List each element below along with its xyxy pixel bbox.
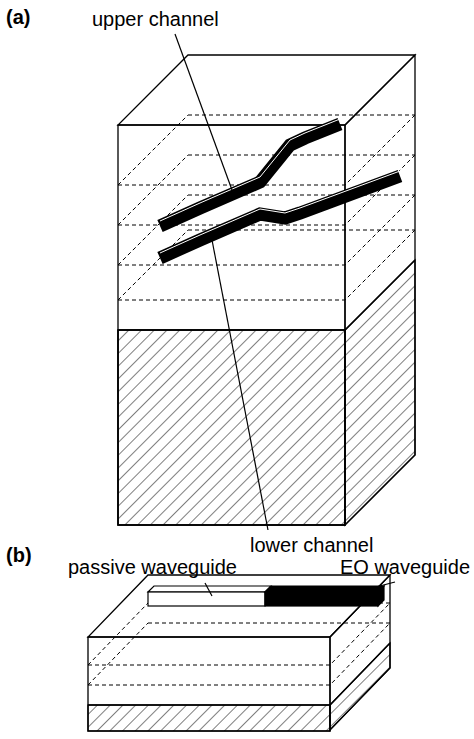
part-label: upper channel — [92, 8, 219, 30]
panel-tag: (b) — [6, 544, 32, 566]
part-label: EO waveguide — [340, 556, 470, 578]
layer-interfaces — [88, 603, 390, 685]
waveguide-bar — [148, 586, 384, 606]
part-label: passive waveguide — [68, 556, 237, 578]
layer-interfaces — [118, 115, 415, 300]
channel-waveguides — [160, 119, 400, 258]
leader-lines — [205, 582, 395, 596]
part-label: lower channel — [250, 534, 373, 556]
panel-tag: (a) — [6, 6, 30, 28]
modulator-block — [88, 575, 390, 731]
leader-lines — [175, 34, 268, 530]
coupler-block — [118, 55, 415, 525]
